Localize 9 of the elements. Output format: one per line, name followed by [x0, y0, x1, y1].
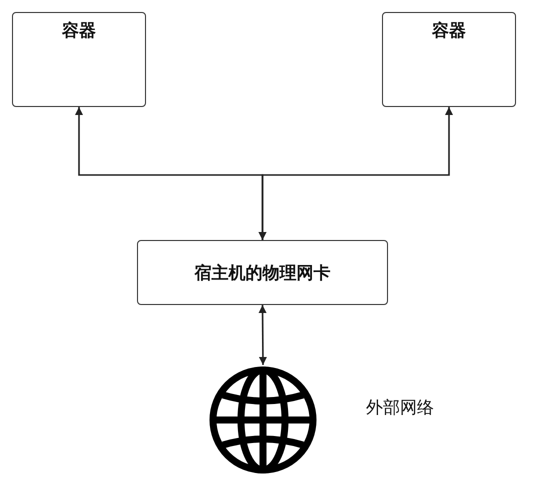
- container-box: [382, 12, 516, 107]
- process-box: [137, 240, 388, 305]
- arrow: [258, 107, 453, 240]
- box-label: 容器: [431, 20, 467, 42]
- globe-caption: 外部网络: [366, 397, 434, 419]
- box-label: 容器: [61, 20, 97, 42]
- box-label: 宿主机的物理网卡: [194, 262, 332, 284]
- container-box: [12, 12, 146, 107]
- arrow: [258, 305, 267, 365]
